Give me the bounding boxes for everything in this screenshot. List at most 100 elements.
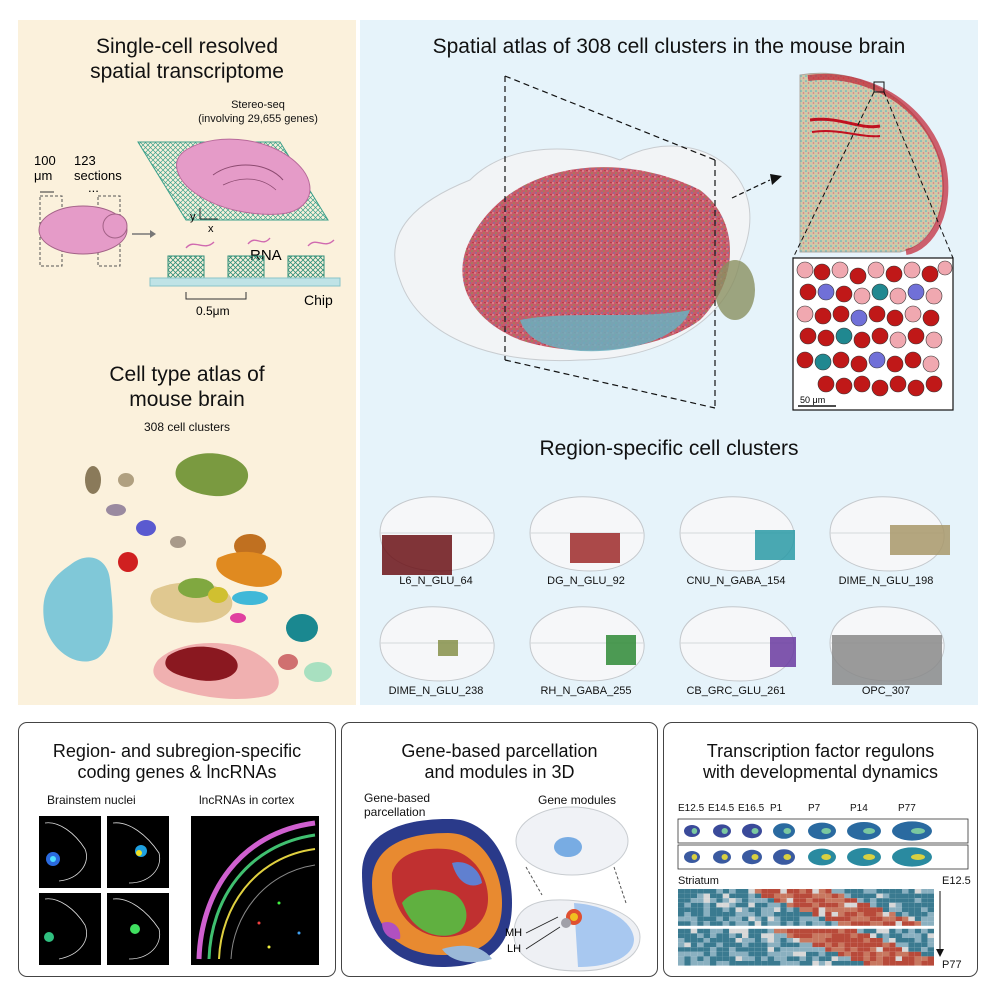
heatmap-cell bbox=[748, 921, 755, 926]
heatmap-cell bbox=[799, 933, 806, 938]
heatmap-cell bbox=[710, 902, 717, 908]
heatmap-cell bbox=[857, 938, 864, 943]
heatmap-cell bbox=[908, 898, 915, 903]
heatmap-cell bbox=[818, 951, 826, 957]
heatmap-cell bbox=[690, 889, 698, 894]
heatmap-cell bbox=[754, 898, 762, 903]
heatmap-cell bbox=[870, 907, 877, 912]
heatmap-cell bbox=[914, 921, 922, 926]
heatmap-cell bbox=[927, 961, 934, 966]
heatmap-cell bbox=[876, 889, 883, 894]
heatmap-cell bbox=[710, 907, 717, 912]
heatmap-cell bbox=[870, 916, 877, 922]
heatmap-cell bbox=[710, 928, 717, 934]
heatmap-cell bbox=[850, 938, 858, 943]
heatmap-cell bbox=[729, 889, 736, 894]
heatmap-cell bbox=[786, 928, 794, 934]
heatmap-cell bbox=[876, 921, 883, 926]
heatmap-cell bbox=[921, 893, 928, 899]
heatmap-cell bbox=[825, 928, 832, 934]
heatmap-cell bbox=[902, 898, 909, 903]
heatmap-cell bbox=[774, 916, 781, 922]
heatmap-cell bbox=[729, 912, 736, 917]
heatmap-cell bbox=[774, 933, 781, 938]
heatmap-cell bbox=[863, 907, 870, 912]
heatmap-cell bbox=[889, 893, 896, 899]
heatmap-cell bbox=[703, 898, 710, 903]
heatmap-cell bbox=[786, 942, 794, 948]
heatmap-cell bbox=[716, 961, 723, 966]
tf-regulons-panel: Transcription factor regulons with devel… bbox=[663, 722, 978, 977]
heatmap-cell bbox=[914, 889, 922, 894]
heatmap-cell bbox=[844, 902, 851, 908]
spatial-atlas-title: Spatial atlas of 308 cell clusters in th… bbox=[432, 35, 906, 58]
heatmap-cell bbox=[684, 921, 691, 926]
heatmap-cell bbox=[825, 961, 832, 966]
cluster-card: L6_N_GLU_64 bbox=[370, 485, 502, 595]
heatmap-cell bbox=[806, 893, 813, 899]
heatmap-cell bbox=[786, 898, 794, 903]
cluster-name: RH_N_GABA_255 bbox=[540, 685, 632, 697]
heatmap-cell bbox=[838, 912, 845, 917]
heatmap-cell bbox=[748, 928, 755, 934]
cluster-brain-view bbox=[529, 496, 645, 572]
heatmap-cell bbox=[748, 902, 755, 908]
heatmap-cell bbox=[844, 893, 851, 899]
heatmap-cell bbox=[921, 889, 928, 894]
heatmap-cell bbox=[895, 907, 902, 912]
heatmap-cell bbox=[761, 898, 768, 903]
heatmap-cell bbox=[780, 938, 787, 943]
heatmap-cell bbox=[761, 912, 768, 917]
heatmap-cell bbox=[825, 898, 832, 903]
heatmap-cell bbox=[850, 912, 858, 917]
heatmap-cell bbox=[678, 938, 685, 943]
heatmap-cell bbox=[703, 916, 710, 922]
heatmap-cell bbox=[927, 889, 934, 894]
heatmap-cell bbox=[812, 928, 819, 934]
cluster-brain-view bbox=[679, 606, 796, 682]
heatmap-cell bbox=[850, 902, 858, 908]
heatmap-cell bbox=[690, 956, 698, 961]
heatmap-cell bbox=[870, 942, 877, 948]
heatmap-cell bbox=[735, 912, 742, 917]
heatmap-cell bbox=[825, 916, 832, 922]
heatmap-cell bbox=[870, 961, 877, 966]
heatmap-cell bbox=[850, 898, 858, 903]
heatmap-cell bbox=[729, 898, 736, 903]
heatmap-cell bbox=[889, 928, 896, 934]
heatmap-cell bbox=[722, 898, 730, 903]
heatmap-cell bbox=[748, 942, 755, 948]
heatmap-cell bbox=[722, 902, 730, 908]
heatmap-cell bbox=[870, 893, 877, 899]
heatmap-cell bbox=[780, 893, 787, 899]
panel-title: Single-cell resolved spatial transcripto… bbox=[90, 35, 284, 83]
heatmap-cell bbox=[908, 921, 915, 926]
heatmap-cell bbox=[780, 942, 787, 948]
heatmap-cell bbox=[882, 912, 890, 917]
heatmap-cell bbox=[850, 921, 858, 926]
cluster-card: DG_N_GLU_92 bbox=[520, 485, 652, 595]
heatmap-cell bbox=[703, 942, 710, 948]
heatmap-cell bbox=[876, 942, 883, 948]
heatmap-cell bbox=[895, 921, 902, 926]
heatmap-cell bbox=[690, 893, 698, 899]
heatmap-cell bbox=[722, 942, 730, 948]
heatmap-cell bbox=[742, 928, 749, 934]
heatmap-cell bbox=[857, 933, 864, 938]
heatmap-cell bbox=[895, 893, 902, 899]
heatmap-cell bbox=[895, 933, 902, 938]
heatmap-cell bbox=[863, 951, 870, 957]
heatmap-cell bbox=[857, 902, 864, 908]
heatmap-cell bbox=[761, 947, 768, 952]
heatmap-cell bbox=[825, 942, 832, 948]
heatmap-cell bbox=[882, 942, 890, 948]
heatmap-cell bbox=[908, 951, 915, 957]
parcellation-title: Gene-based parcellation and modules in 3… bbox=[401, 741, 598, 782]
heatmap-cell bbox=[684, 938, 691, 943]
heatmap-cell bbox=[870, 912, 877, 917]
stage-brain-highlight bbox=[691, 828, 698, 834]
heatmap-cell bbox=[710, 938, 717, 943]
heatmap-cell bbox=[799, 921, 806, 926]
heatmap-cell bbox=[927, 933, 934, 938]
heatmap-cell bbox=[838, 947, 845, 952]
